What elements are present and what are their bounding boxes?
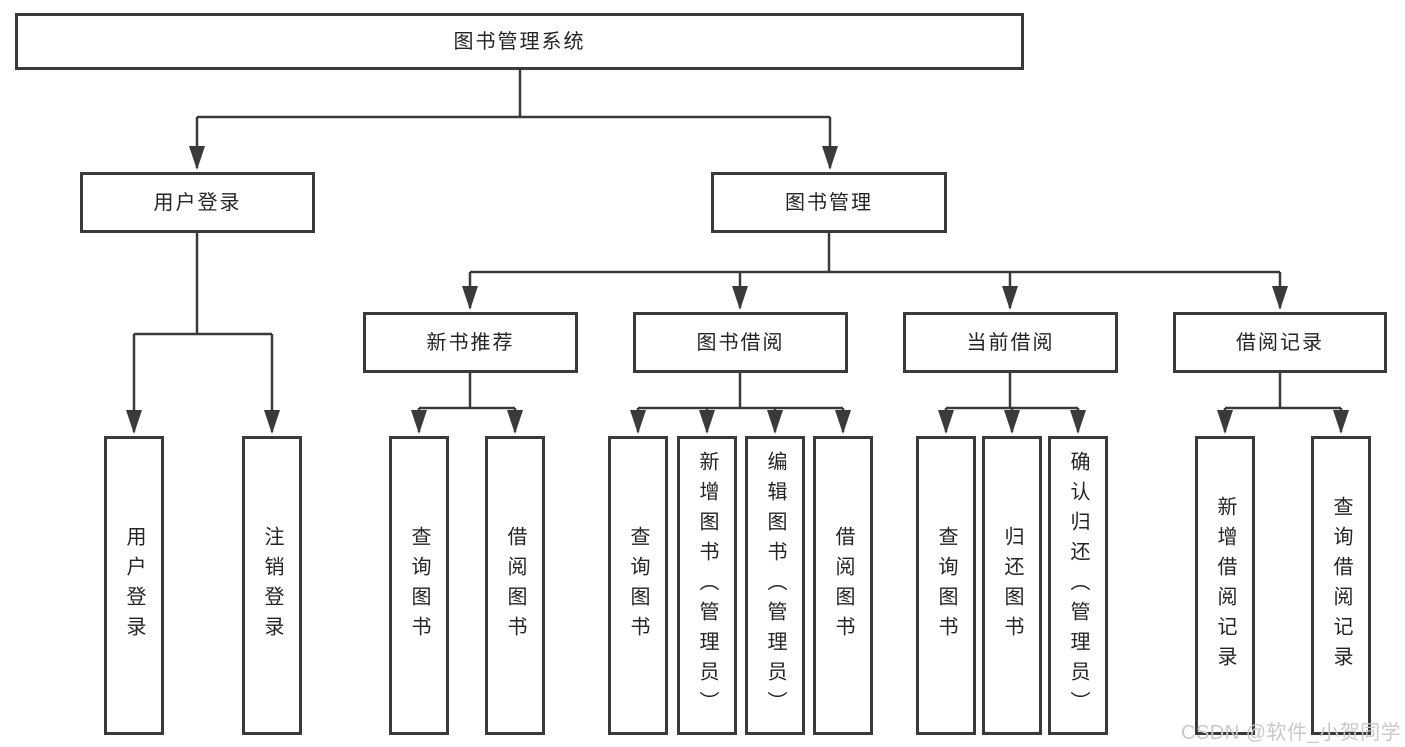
node-book-borrow: 图书借阅	[633, 312, 848, 373]
leaf-borrow-books-recommend: 借阅图书	[485, 436, 545, 735]
watermark: CSDN @软件_小贺同学	[1181, 722, 1402, 744]
connector-arrows	[126, 117, 1349, 434]
node-book-management: 图书管理	[711, 172, 947, 233]
node-current-borrow: 当前借阅	[903, 312, 1118, 373]
node-new-book-recommend: 新书推荐	[363, 312, 578, 373]
node-borrow-records: 借阅记录	[1173, 312, 1387, 373]
node-library-system: 图书管理系统	[15, 13, 1024, 70]
leaf-add-book-admin: 新增图书（管理员）	[677, 436, 737, 735]
leaf-edit-book-admin: 编辑图书（管理员）	[745, 436, 805, 735]
leaf-query-borrow-record: 查询借阅记录	[1311, 436, 1371, 735]
leaf-borrow-books: 借阅图书	[813, 436, 873, 735]
leaf-confirm-return-admin: 确认归还（管理员）	[1048, 436, 1108, 735]
leaf-return-books: 归还图书	[982, 436, 1042, 735]
leaf-add-borrow-record: 新增借阅记录	[1195, 436, 1255, 735]
leaf-user-login: 用户登录	[104, 436, 164, 735]
leaf-query-books-borrow: 查询图书	[608, 436, 668, 735]
leaf-query-books-current: 查询图书	[916, 436, 976, 735]
leaf-query-books-recommend: 查询图书	[389, 436, 449, 735]
node-user-login-branch: 用户登录	[80, 172, 315, 233]
leaf-logout: 注销登录	[242, 436, 302, 735]
